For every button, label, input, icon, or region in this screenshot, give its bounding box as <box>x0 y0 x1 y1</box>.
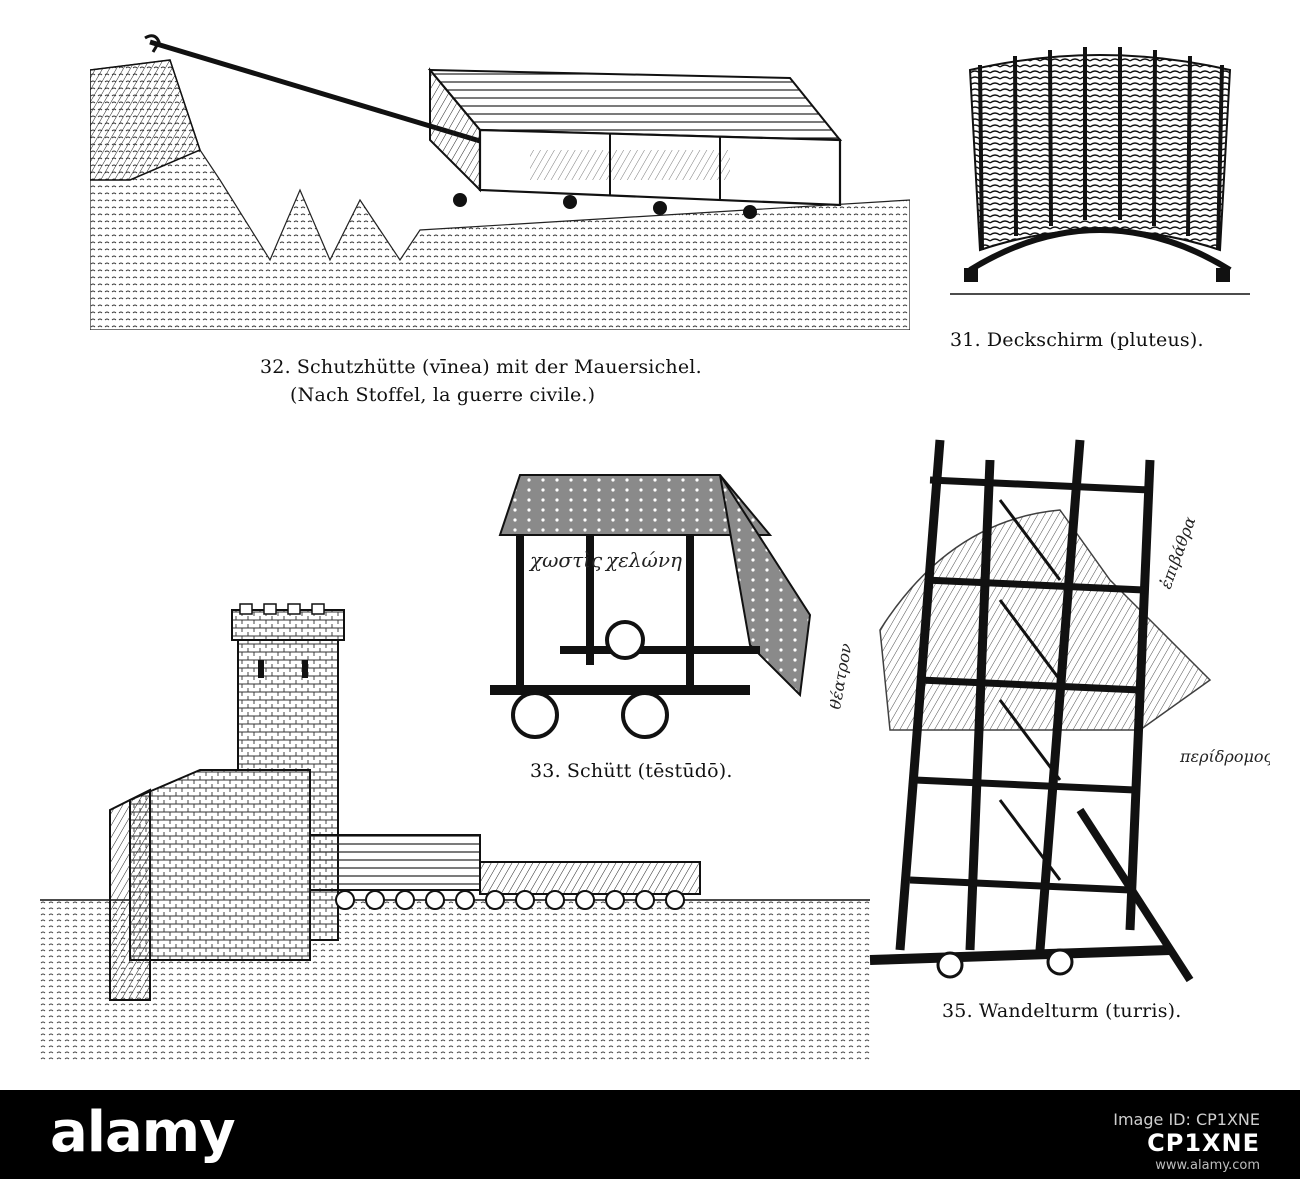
caption-testudo-number: 33. <box>530 760 561 782</box>
caption-vinea-line2: (Nach Stoffel, la guerre civile.) <box>290 384 595 406</box>
caption-vinea-line1: 32.Schutzhütte (vīnea) mit der Mauersich… <box>260 356 702 378</box>
caption-turris: 35.Wandelturm (turris). <box>942 1000 1182 1022</box>
caption-pluteus-text: Deckschirm (pluteus). <box>986 329 1204 351</box>
image-id-label: Image ID: CP1XNE <box>1113 1110 1260 1129</box>
alamy-url: www.alamy.com <box>1155 1158 1260 1173</box>
image-id-block: Image ID: CP1XNE CP1XNE <box>1113 1110 1260 1157</box>
figure-testudo-illustration: χωστὶς χελώνη <box>490 474 812 739</box>
figure-wall-tower-illustration <box>40 603 870 1060</box>
caption-pluteus: 31.Deckschirm (pluteus). <box>950 329 1204 351</box>
turris-inscription-3: περίδρομος <box>1179 747 1270 766</box>
turris-inscription-1: ἐπιβάθρα <box>1156 514 1200 591</box>
stock-footer-bar: alamy Image ID: CP1XNE CP1XNE www.alamy.… <box>0 1090 1300 1179</box>
caption-vinea-source: (Nach Stoffel, la guerre civile.) <box>290 384 596 406</box>
caption-vinea-text: Schutzhütte (vīnea) mit der Mauersichel. <box>296 356 702 378</box>
caption-testudo: 33.Schütt (tēstūdō). <box>530 760 733 782</box>
testudo-inscription-left: χωστὶς <box>528 548 603 572</box>
figure-vinea-illustration <box>90 34 910 330</box>
engraving-plate: 32.Schutzhütte (vīnea) mit der Mauersich… <box>40 34 1270 1060</box>
caption-turris-text: Wandelturm (turris). <box>978 1000 1182 1022</box>
caption-turris-number: 35. <box>942 1000 973 1022</box>
turris-inscription-2: θέατρον <box>830 641 856 710</box>
figure-pluteus-illustration <box>950 47 1250 295</box>
caption-pluteus-number: 31. <box>950 329 981 351</box>
alamy-logo: alamy <box>50 1100 236 1165</box>
figure-turris-illustration: ἐπιβάθρα θέατρον περίδρομος <box>830 439 1270 983</box>
caption-testudo-text: Schütt (tēstūdō). <box>566 760 733 782</box>
testudo-inscription-right: χελώνη <box>604 548 682 572</box>
image-id-value: CP1XNE <box>1147 1129 1260 1157</box>
caption-vinea-number: 32. <box>260 356 291 378</box>
